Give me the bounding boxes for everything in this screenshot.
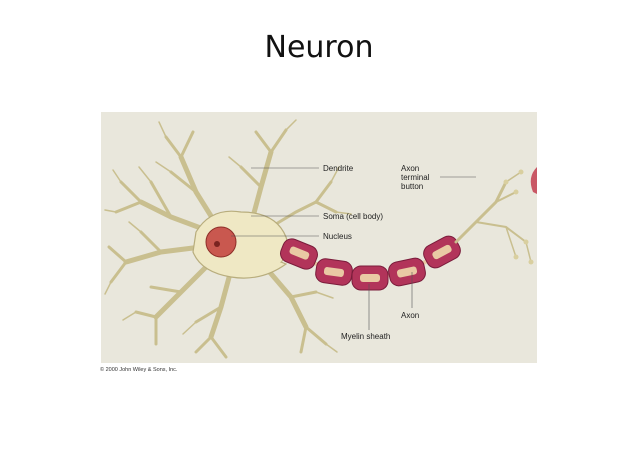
label-dendrite: Dendrite (323, 164, 354, 173)
label-axon-terminal-1: Axon (401, 164, 420, 173)
label-soma: Soma (cell body) (323, 212, 384, 221)
label-nucleus: Nucleus (323, 232, 352, 241)
terminal-buttons (503, 169, 534, 265)
label-axon-terminal-3: button (401, 182, 424, 191)
axon-terminals (454, 171, 532, 263)
nucleus (205, 226, 237, 258)
label-axon: Axon (401, 311, 420, 320)
dendrites (104, 119, 352, 359)
slide-title: Neuron (264, 30, 374, 65)
label-myelin-sheath: Myelin sheath (341, 332, 391, 341)
label-axon-terminal-2: terminal (401, 173, 430, 182)
copyright-notice: © 2000 John Wiley & Sons, Inc. (100, 367, 178, 373)
neuron-illustration (104, 119, 537, 359)
neuron-diagram: Dendrite Soma (cell body) Nucleus Axon t… (101, 112, 537, 363)
